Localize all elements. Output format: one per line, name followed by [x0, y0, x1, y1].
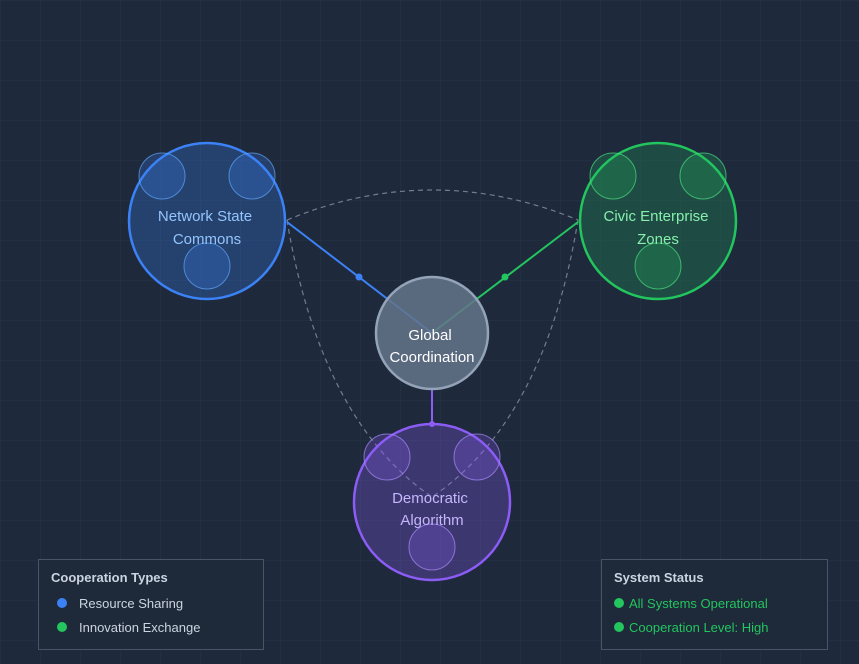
satellite-circle — [634, 242, 682, 290]
node-civic-enterprise-zones[interactable]: Civic Enterprise Zones — [578, 141, 738, 301]
node-label-line1: Democratic — [392, 490, 468, 507]
link-dot-green — [501, 273, 509, 281]
arc-network-civic — [286, 189, 579, 221]
status-item: All Systems Operational — [614, 593, 815, 613]
node-label-line1: Global — [408, 327, 451, 344]
link-dot-blue — [355, 273, 363, 281]
satellite-circle — [228, 152, 276, 200]
node-label-line2: Algorithm — [400, 512, 463, 529]
status-item-label: Cooperation Level: High — [629, 619, 769, 635]
satellite-circle — [453, 433, 501, 481]
node-global-coordination[interactable]: Global Coordination — [374, 275, 490, 391]
node-label-line2: Coordination — [389, 349, 474, 366]
green-dot-icon — [57, 622, 67, 632]
satellite-circle — [679, 152, 727, 200]
legend-title: Cooperation Types — [51, 570, 168, 585]
status-ok-icon — [614, 598, 624, 608]
blue-dot-icon — [57, 598, 67, 608]
status-ok-icon — [614, 622, 624, 632]
system-status-panel: System Status All Systems Operational Co… — [601, 559, 828, 650]
node-label-line2: Commons — [173, 231, 241, 248]
legend-item-label: Resource Sharing — [79, 595, 184, 611]
satellite-circle — [589, 152, 637, 200]
legend-item-label: Innovation Exchange — [79, 619, 201, 635]
legend-item: Innovation Exchange — [51, 617, 251, 637]
legend-item: Resource Sharing — [51, 593, 251, 613]
satellite-circle — [138, 152, 186, 200]
satellite-circle — [363, 433, 411, 481]
status-item: Cooperation Level: High — [614, 617, 815, 637]
satellite-circle — [408, 523, 456, 571]
node-network-state-commons[interactable]: Network State Commons — [127, 141, 287, 301]
node-label-line1: Network State — [158, 208, 252, 225]
status-item-label: All Systems Operational — [629, 595, 768, 611]
status-title: System Status — [614, 570, 704, 585]
node-label-line1: Civic Enterprise — [603, 208, 708, 225]
satellite-circle — [183, 242, 231, 290]
legend-panel: Cooperation Types Resource Sharing Innov… — [38, 559, 264, 650]
node-label-line2: Zones — [637, 231, 679, 248]
node-democratic-algorithm[interactable]: Democratic Algorithm — [352, 422, 512, 582]
